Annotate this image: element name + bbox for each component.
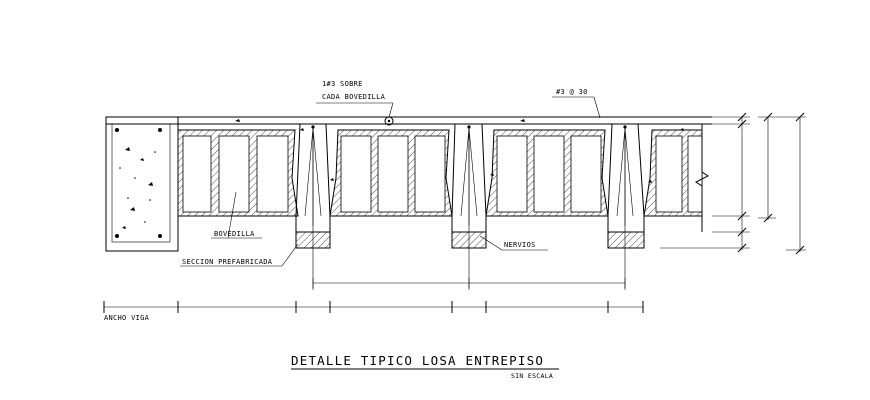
mesh-spacing-label: #3 @ 30	[556, 88, 588, 96]
beam-rebar	[115, 128, 162, 238]
bovedilla-block	[643, 129, 703, 217]
dimension-lines	[103, 112, 806, 313]
rebar-top-label: 1#3 SOBRE	[322, 80, 363, 88]
drawing-title: DETALLE TIPICO LOSA ENTREPISO	[291, 353, 544, 368]
rebar-top-label-2: CADA BOVEDILLA	[322, 93, 386, 101]
leader-lines	[180, 96, 601, 267]
slab-structure	[105, 116, 712, 252]
bovedilla-block	[177, 129, 299, 217]
seccion-prefabricada-label: SECCION PREFABRICADA	[182, 258, 273, 266]
bovedilla-label: BOVEDILLA	[214, 230, 255, 238]
ancho-viga-label: ANCHO VIGA	[104, 314, 150, 322]
joist	[607, 123, 645, 249]
bovedilla-block	[485, 129, 609, 217]
bovedilla-block	[329, 129, 453, 217]
scale-note: SIN ESCALA	[511, 372, 553, 380]
nervios-label: NERVIOS	[504, 241, 536, 249]
